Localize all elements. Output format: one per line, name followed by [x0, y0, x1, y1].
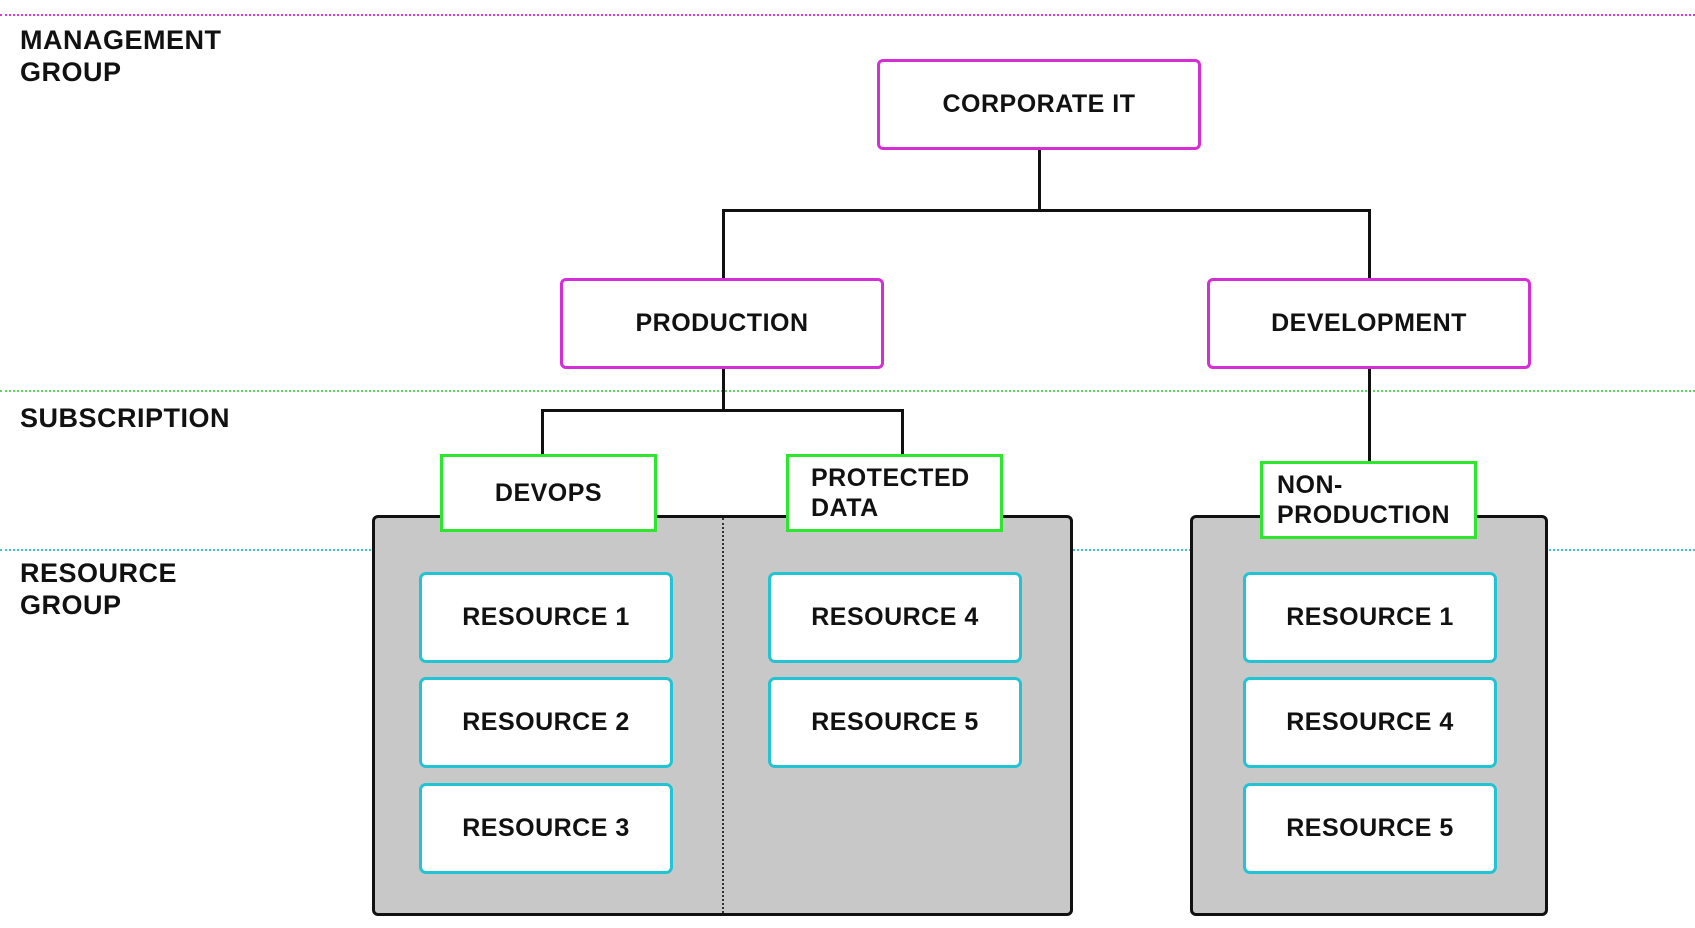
resource-protected-data-4[interactable]: RESOURCE 4 [768, 572, 1022, 663]
subscription-non-production[interactable]: NON- PRODUCTION [1260, 461, 1477, 539]
connector-to-development [1368, 209, 1371, 279]
management-group-development[interactable]: DEVELOPMENT [1207, 278, 1531, 369]
subscription-protected-data[interactable]: PROTECTED DATA [786, 454, 1003, 532]
connector-to-production [722, 209, 725, 279]
connector-to-protected-data [901, 409, 904, 455]
connector-production-down [722, 369, 725, 412]
level-label-management-group: MANAGEMENT GROUP [20, 25, 222, 87]
connector-to-non-production [1368, 369, 1371, 463]
subscription-level-rule [0, 390, 1695, 392]
connector-root-down [1038, 149, 1041, 211]
resource-non-production-4[interactable]: RESOURCE 4 [1243, 677, 1497, 768]
resource-protected-data-5[interactable]: RESOURCE 5 [768, 677, 1022, 768]
level-label-resource-group: RESOURCE GROUP [20, 558, 178, 620]
connector-production-horizontal [541, 409, 904, 412]
resource-devops-2[interactable]: RESOURCE 2 [419, 677, 673, 768]
management-group-corporate-it[interactable]: CORPORATE IT [877, 59, 1201, 150]
resource-non-production-1[interactable]: RESOURCE 1 [1243, 572, 1497, 663]
connector-to-devops [541, 409, 544, 455]
level-label-subscription: SUBSCRIPTION [20, 403, 231, 433]
resource-devops-3[interactable]: RESOURCE 3 [419, 783, 673, 874]
subscription-devops[interactable]: DEVOPS [440, 454, 657, 532]
resource-group-divider [722, 518, 724, 913]
resource-devops-1[interactable]: RESOURCE 1 [419, 572, 673, 663]
resource-non-production-5[interactable]: RESOURCE 5 [1243, 783, 1497, 874]
management-group-production[interactable]: PRODUCTION [560, 278, 884, 369]
connector-root-horizontal [722, 209, 1371, 212]
management-group-level-rule [0, 14, 1695, 16]
